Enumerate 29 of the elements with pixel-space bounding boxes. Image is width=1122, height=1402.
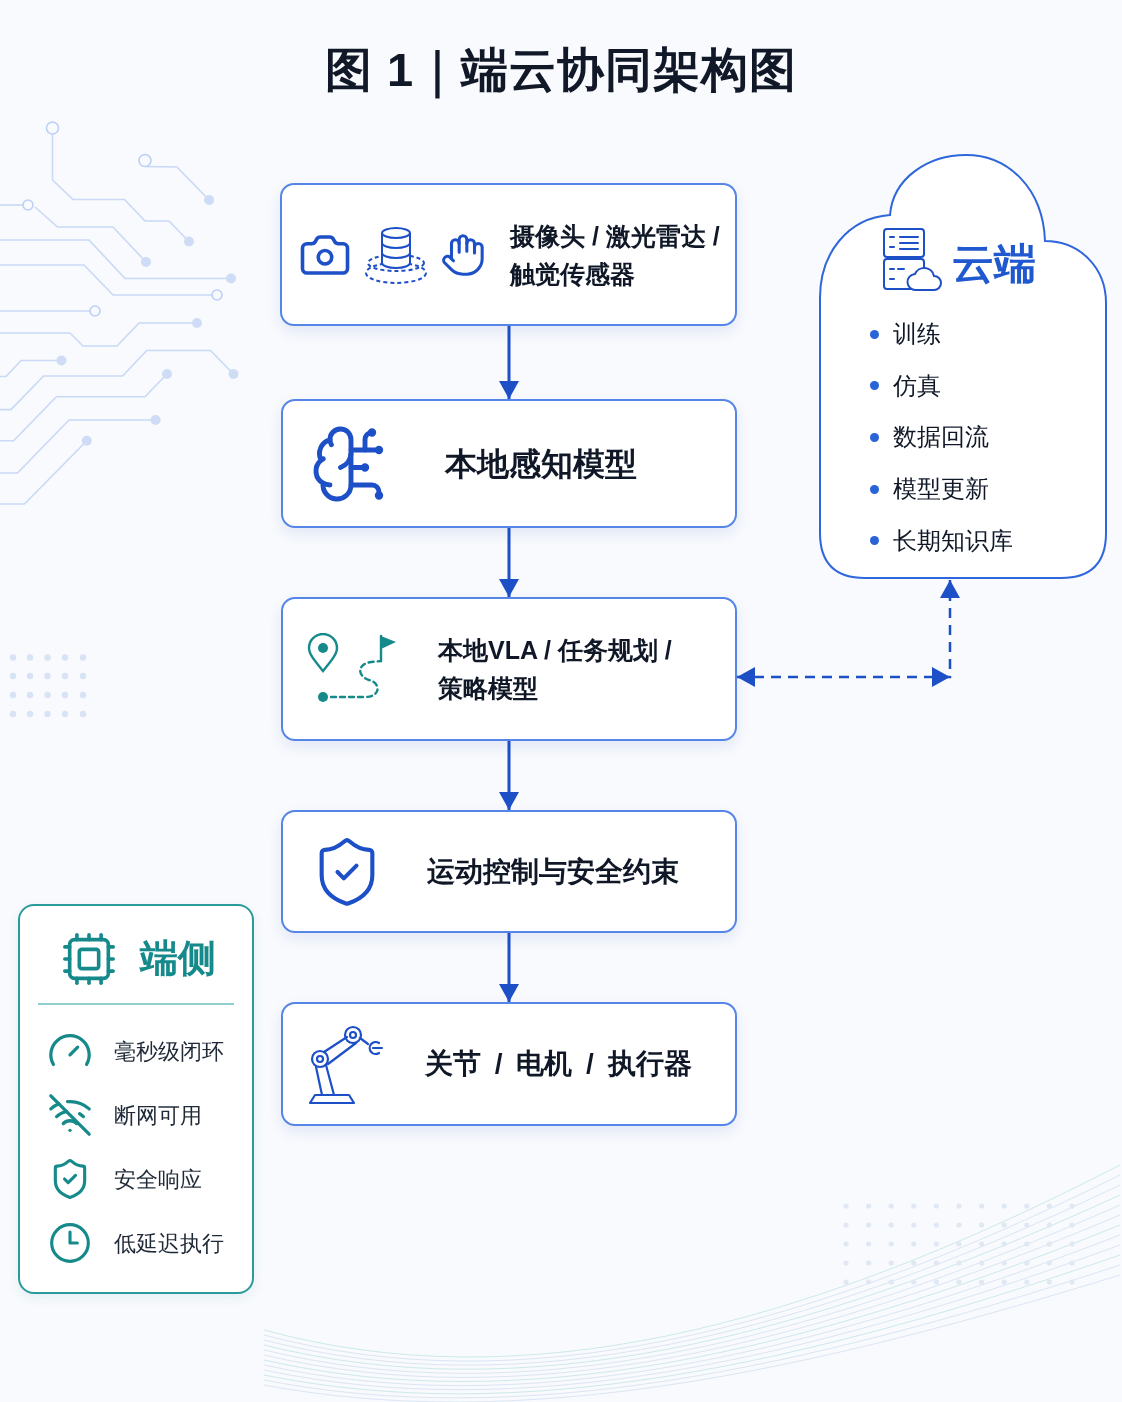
box-label: 本地感知模型 [445,444,637,484]
list-item-text: 长期知识库 [893,525,1013,556]
dashed-arrow [737,580,960,687]
diagram-title: 图 1｜端云协同架构图 [324,40,798,100]
feature-label: 安全响应 [114,1165,202,1194]
list-item-text: 数据回流 [893,422,989,453]
list-item-text: 训练 [893,319,941,349]
list-item-text: 仿真 [893,370,941,401]
feature-label: 断网可用 [114,1101,202,1130]
process-box [281,810,737,933]
box-label: 运动控制与安全约束 [427,854,679,889]
panel-title: 端侧 [140,939,216,977]
process-box [280,183,737,326]
arrow [499,326,519,399]
arrow [499,933,519,1002]
feature-label: 毫秒级闭环 [114,1037,224,1066]
list-item-text: 模型更新 [893,474,989,505]
cloud-shape [818,153,1108,580]
box-label: 摄像头 / 激光雷达 / 触觉传感器 [510,220,721,290]
info-panel [18,904,254,1294]
arrow [499,741,519,810]
feature-label: 低延迟执行 [114,1229,224,1258]
box-label: 关节 / 电机 / 执行器 [425,1047,692,1081]
process-box [281,1002,737,1126]
box-label: 本地VLA / 任务规划 / 策略模型 [438,635,673,704]
process-box [281,399,737,528]
arrow [499,528,519,597]
process-box [281,597,737,741]
cloud-title: 云端 [952,243,1036,285]
